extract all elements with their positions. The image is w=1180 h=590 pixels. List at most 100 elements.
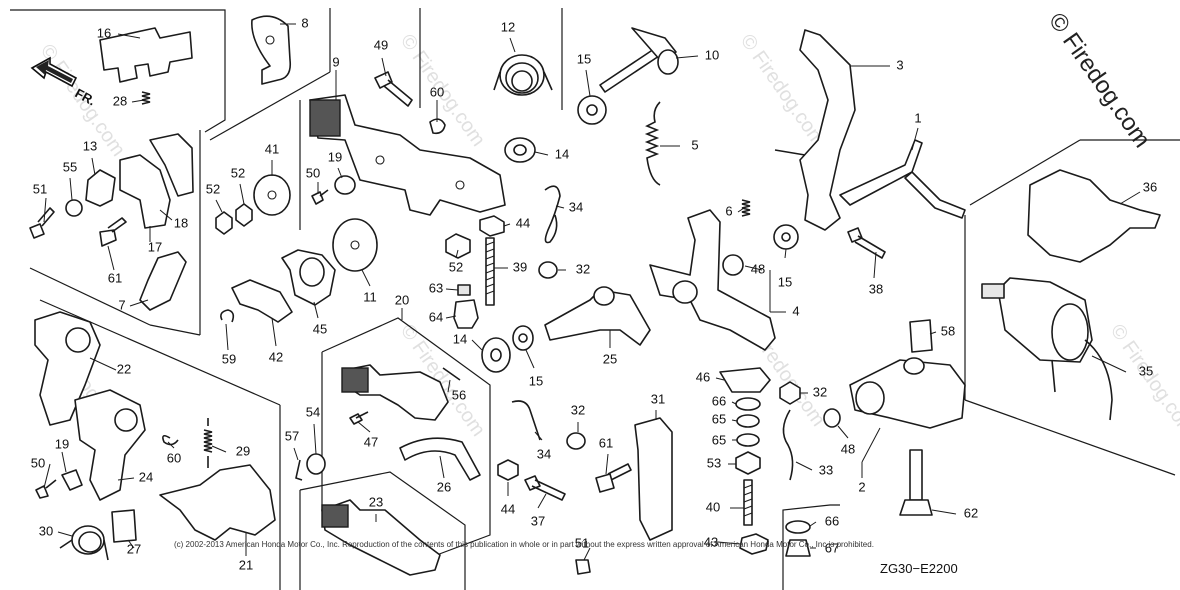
part-32-collar — [566, 432, 586, 450]
callout-20: 20 — [395, 292, 409, 307]
part-22-boss — [65, 327, 91, 353]
callout-36: 36 — [1143, 179, 1157, 194]
part-53-nut — [735, 451, 761, 475]
part-52-nut — [215, 211, 233, 235]
callout-52: 52 — [231, 165, 245, 180]
frame-line — [10, 9, 226, 133]
part-58-collar — [909, 319, 933, 353]
part-8-hole — [265, 35, 275, 45]
callout-13: 13 — [83, 138, 97, 153]
callout-60: 60 — [430, 84, 444, 99]
part-32-collar — [538, 261, 558, 279]
callout-37: 37 — [531, 513, 545, 528]
part-47-screw — [349, 411, 369, 425]
frame-lines — [10, 8, 1180, 590]
part-65-washer — [736, 433, 760, 447]
callout-15: 15 — [529, 373, 543, 388]
part-20-knob — [341, 367, 369, 393]
callout-33: 33 — [819, 462, 833, 477]
part-9-hole — [455, 180, 465, 190]
part-63-collar — [457, 284, 471, 296]
callout-32: 32 — [813, 384, 827, 399]
part-61-bolt — [99, 217, 127, 247]
part-66-washer — [735, 397, 761, 411]
callout-56: 56 — [452, 387, 466, 402]
part-49-bolt — [374, 71, 413, 107]
callout-5: 5 — [691, 137, 698, 152]
callout-29: 29 — [236, 443, 250, 458]
callout-1: 1 — [914, 110, 921, 125]
callout-labels: 16 8 9 49 60 12 15 10 3 28 13 55 51 18 1… — [31, 15, 1157, 572]
callout-59: 59 — [222, 351, 236, 366]
part-51-bolt — [29, 207, 55, 239]
part-1-rod-end — [904, 171, 966, 219]
part-48-bushing — [823, 408, 841, 428]
part-59-clip — [220, 309, 235, 323]
part-67-grommet — [785, 539, 811, 557]
part-52-nut — [235, 203, 253, 227]
part-12-spring — [493, 54, 553, 96]
part-16-bracket — [99, 27, 193, 83]
part-31-bracket — [634, 417, 673, 541]
part-60-clip — [429, 118, 446, 135]
callout-47: 47 — [364, 434, 378, 449]
part-44-nut — [479, 215, 505, 237]
callout-50: 50 — [31, 455, 45, 470]
part-36-cover — [1027, 169, 1161, 263]
part-21-bracket — [159, 464, 276, 541]
part-6-spring — [741, 199, 751, 217]
part-64-grommet — [453, 299, 479, 329]
part-2-boss — [855, 381, 885, 415]
callout-67: 67 — [825, 540, 839, 555]
callout-8: 8 — [301, 15, 308, 30]
part-56-pin — [442, 367, 461, 381]
part-27-collar — [111, 509, 137, 543]
callout-18: 18 — [174, 215, 188, 230]
part-62-bolt-shank — [909, 449, 923, 501]
copyright-notice: (c) 2002-2013 American Honda Motor Co., … — [174, 540, 874, 549]
part-35-solenoid-cap — [1051, 303, 1089, 361]
part-9-knob — [309, 99, 341, 137]
callout-4: 4 — [792, 303, 799, 318]
frame-line — [29, 267, 151, 326]
part-4-boss — [672, 280, 698, 304]
watermark-layer: © Firedog.com © Firedog.com © Firedog.co… — [36, 8, 1180, 441]
callout-57: 57 — [285, 428, 299, 443]
part-44-nut — [497, 459, 519, 481]
callout-55: 55 — [63, 159, 77, 174]
callout-3: 3 — [896, 57, 903, 72]
callout-52: 52 — [206, 181, 220, 196]
callout-39: 39 — [513, 259, 527, 274]
part-10-collar — [657, 49, 679, 75]
callout-51: 51 — [33, 181, 47, 196]
callout-41: 41 — [265, 141, 279, 156]
part-19-collar — [61, 469, 83, 491]
part-30-torsion-spring — [59, 525, 109, 561]
part-25-collar — [593, 286, 615, 306]
callout-52: 52 — [449, 259, 463, 274]
callout-25: 25 — [603, 351, 617, 366]
callout-51: 51 — [575, 535, 589, 550]
frame-line — [149, 324, 201, 336]
part-2-hole — [903, 357, 925, 375]
callout-30: 30 — [39, 523, 53, 538]
frame-line — [782, 504, 840, 590]
callout-27: 27 — [127, 541, 141, 556]
part-23-knob — [321, 504, 349, 528]
callout-14: 14 — [555, 146, 569, 161]
callout-62: 62 — [964, 505, 978, 520]
frame-line — [209, 71, 331, 141]
callout-65: 65 — [712, 411, 726, 426]
part-40-threads — [743, 484, 753, 517]
callout-38: 38 — [869, 281, 883, 296]
part-46-plate — [719, 367, 771, 393]
callout-53: 53 — [707, 455, 721, 470]
part-15-washer-hole — [518, 333, 528, 343]
callout-9: 9 — [332, 54, 339, 69]
frame-line — [299, 471, 466, 590]
part-51-bolt — [575, 559, 591, 575]
part-18-bracket — [119, 154, 171, 229]
callout-14: 14 — [453, 331, 467, 346]
callout-19: 19 — [328, 149, 342, 164]
callout-66: 66 — [712, 393, 726, 408]
